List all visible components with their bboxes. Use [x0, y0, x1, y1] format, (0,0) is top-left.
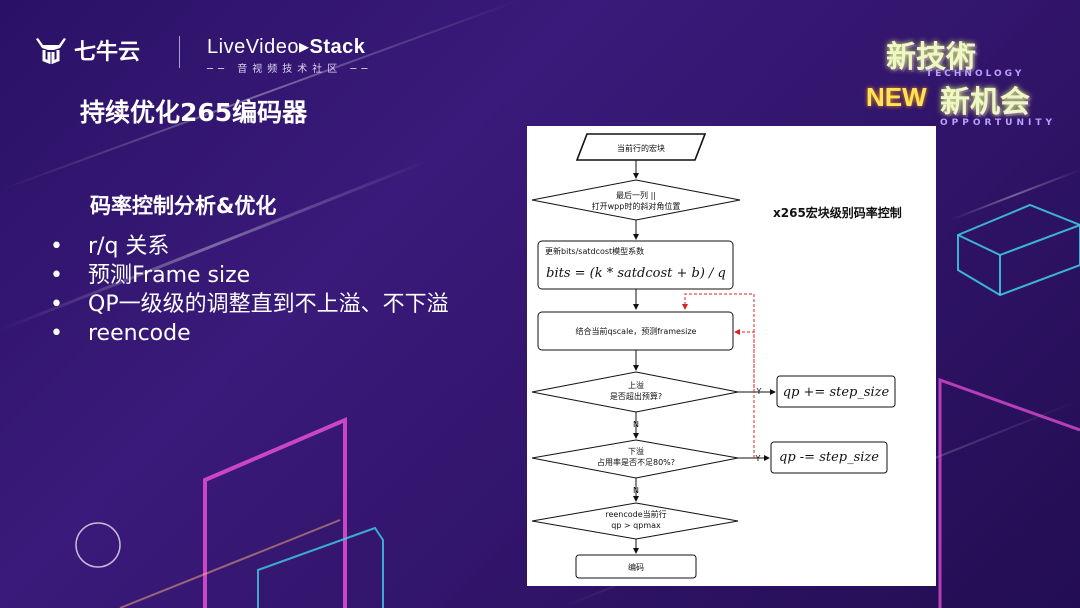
bullet-item: •QP一级级的调整直到不上溢、不下溢 — [50, 292, 449, 317]
qiniu-logo: 七牛云 — [34, 34, 140, 66]
flowchart: 当前行的宏块 最后一列 || 打开wpp时的斜对角位置 x265宏块级别码率控制… — [531, 133, 902, 579]
bullet-list: •r/q 关系 •预测Frame size •QP一级级的调整直到不上溢、不下溢… — [50, 232, 449, 348]
badge-opportunity: OPPORTUNITY — [940, 118, 1057, 128]
qiniu-logo-text: 七牛云 — [74, 40, 141, 65]
bullet-item: •reencode — [50, 321, 191, 346]
bullet-item: •预测Frame size — [50, 263, 251, 288]
node-predict-text: 结合当前qscale，预测framesize — [576, 326, 697, 336]
brand-name-prefix: Live — [207, 36, 246, 58]
feedback-arrow-right — [734, 329, 755, 458]
bullet-text: QP一级级的调整直到不上溢、不下溢 — [88, 292, 449, 317]
label-y1: Y — [756, 387, 762, 396]
slide-subtitle: 码率控制分析&优化 — [90, 194, 277, 218]
node-cond1-line2: 打开wpp时的斜对角位置 — [592, 201, 681, 211]
feedback-arrow-top — [682, 293, 755, 392]
badge-technology: TECHNOLOGY — [926, 69, 1025, 79]
node-update-line1: 更新bits/satdcost模型系数 — [545, 246, 644, 256]
node-qp-plus: qp += step_size — [783, 385, 890, 400]
label-n1: N — [633, 420, 639, 429]
header-divider — [179, 36, 180, 68]
qp-minus-box — [770, 441, 888, 474]
node-qp-minus: qp -= step_size — [779, 450, 879, 465]
flowchart-panel: 当前行的宏块 最后一列 || 打开wpp时的斜对角位置 x265宏块级别码率控制… — [527, 126, 936, 586]
bull-icon — [36, 38, 66, 64]
node-update-formula: bits = (k * satdcost + b) / q — [546, 266, 726, 281]
bullet-text: 预测Frame size — [88, 263, 251, 288]
node-start-text: 当前行的宏块 — [617, 143, 665, 153]
label-y2: Y — [755, 454, 761, 463]
badge-new: NEW — [866, 82, 927, 112]
badge-line1: 新技術 — [886, 40, 976, 75]
label-n2: N — [633, 486, 639, 495]
node-reencode-line2: qp > qpmax — [611, 521, 661, 530]
qp-plus-box — [776, 375, 896, 408]
badge-line2: 新机会 — [940, 85, 1030, 120]
node-overflow-line2: 是否超出预算? — [610, 391, 662, 401]
node-cond1-line1: 最后一列 || — [616, 190, 656, 200]
node-underflow-line2: 占用率是否不足80%? — [597, 457, 675, 467]
decision-last-column — [531, 179, 741, 221]
bullet-text: reencode — [88, 321, 191, 346]
node-encode-text: 编码 — [628, 562, 644, 572]
node-underflow-line1: 下溢 — [628, 446, 644, 456]
livevideostack-logo: LiveVideo▸Stack ── 音视频技术社区 ── — [207, 36, 373, 75]
bullet-text: r/q 关系 — [88, 234, 170, 259]
slide-title: 持续优化265编码器 — [80, 98, 308, 127]
event-badge: 新技術 TECHNOLOGY NEW 新机会 OPPORTUNITY — [862, 32, 1062, 132]
encode-box — [575, 554, 697, 579]
brand-name-mid: Video — [245, 36, 299, 58]
brand-name-bold: Stack — [309, 36, 366, 58]
bullet-item: •r/q 关系 — [50, 234, 170, 259]
brand-subtitle: 音视频技术社区 — [237, 64, 343, 75]
play-icon: ▸ — [299, 36, 310, 58]
start-node — [575, 133, 707, 161]
node-reencode-line1: reencode当前行 — [605, 509, 666, 519]
flowchart-title: x265宏块级别码率控制 — [773, 205, 902, 220]
node-overflow-line1: 上溢 — [628, 380, 644, 390]
